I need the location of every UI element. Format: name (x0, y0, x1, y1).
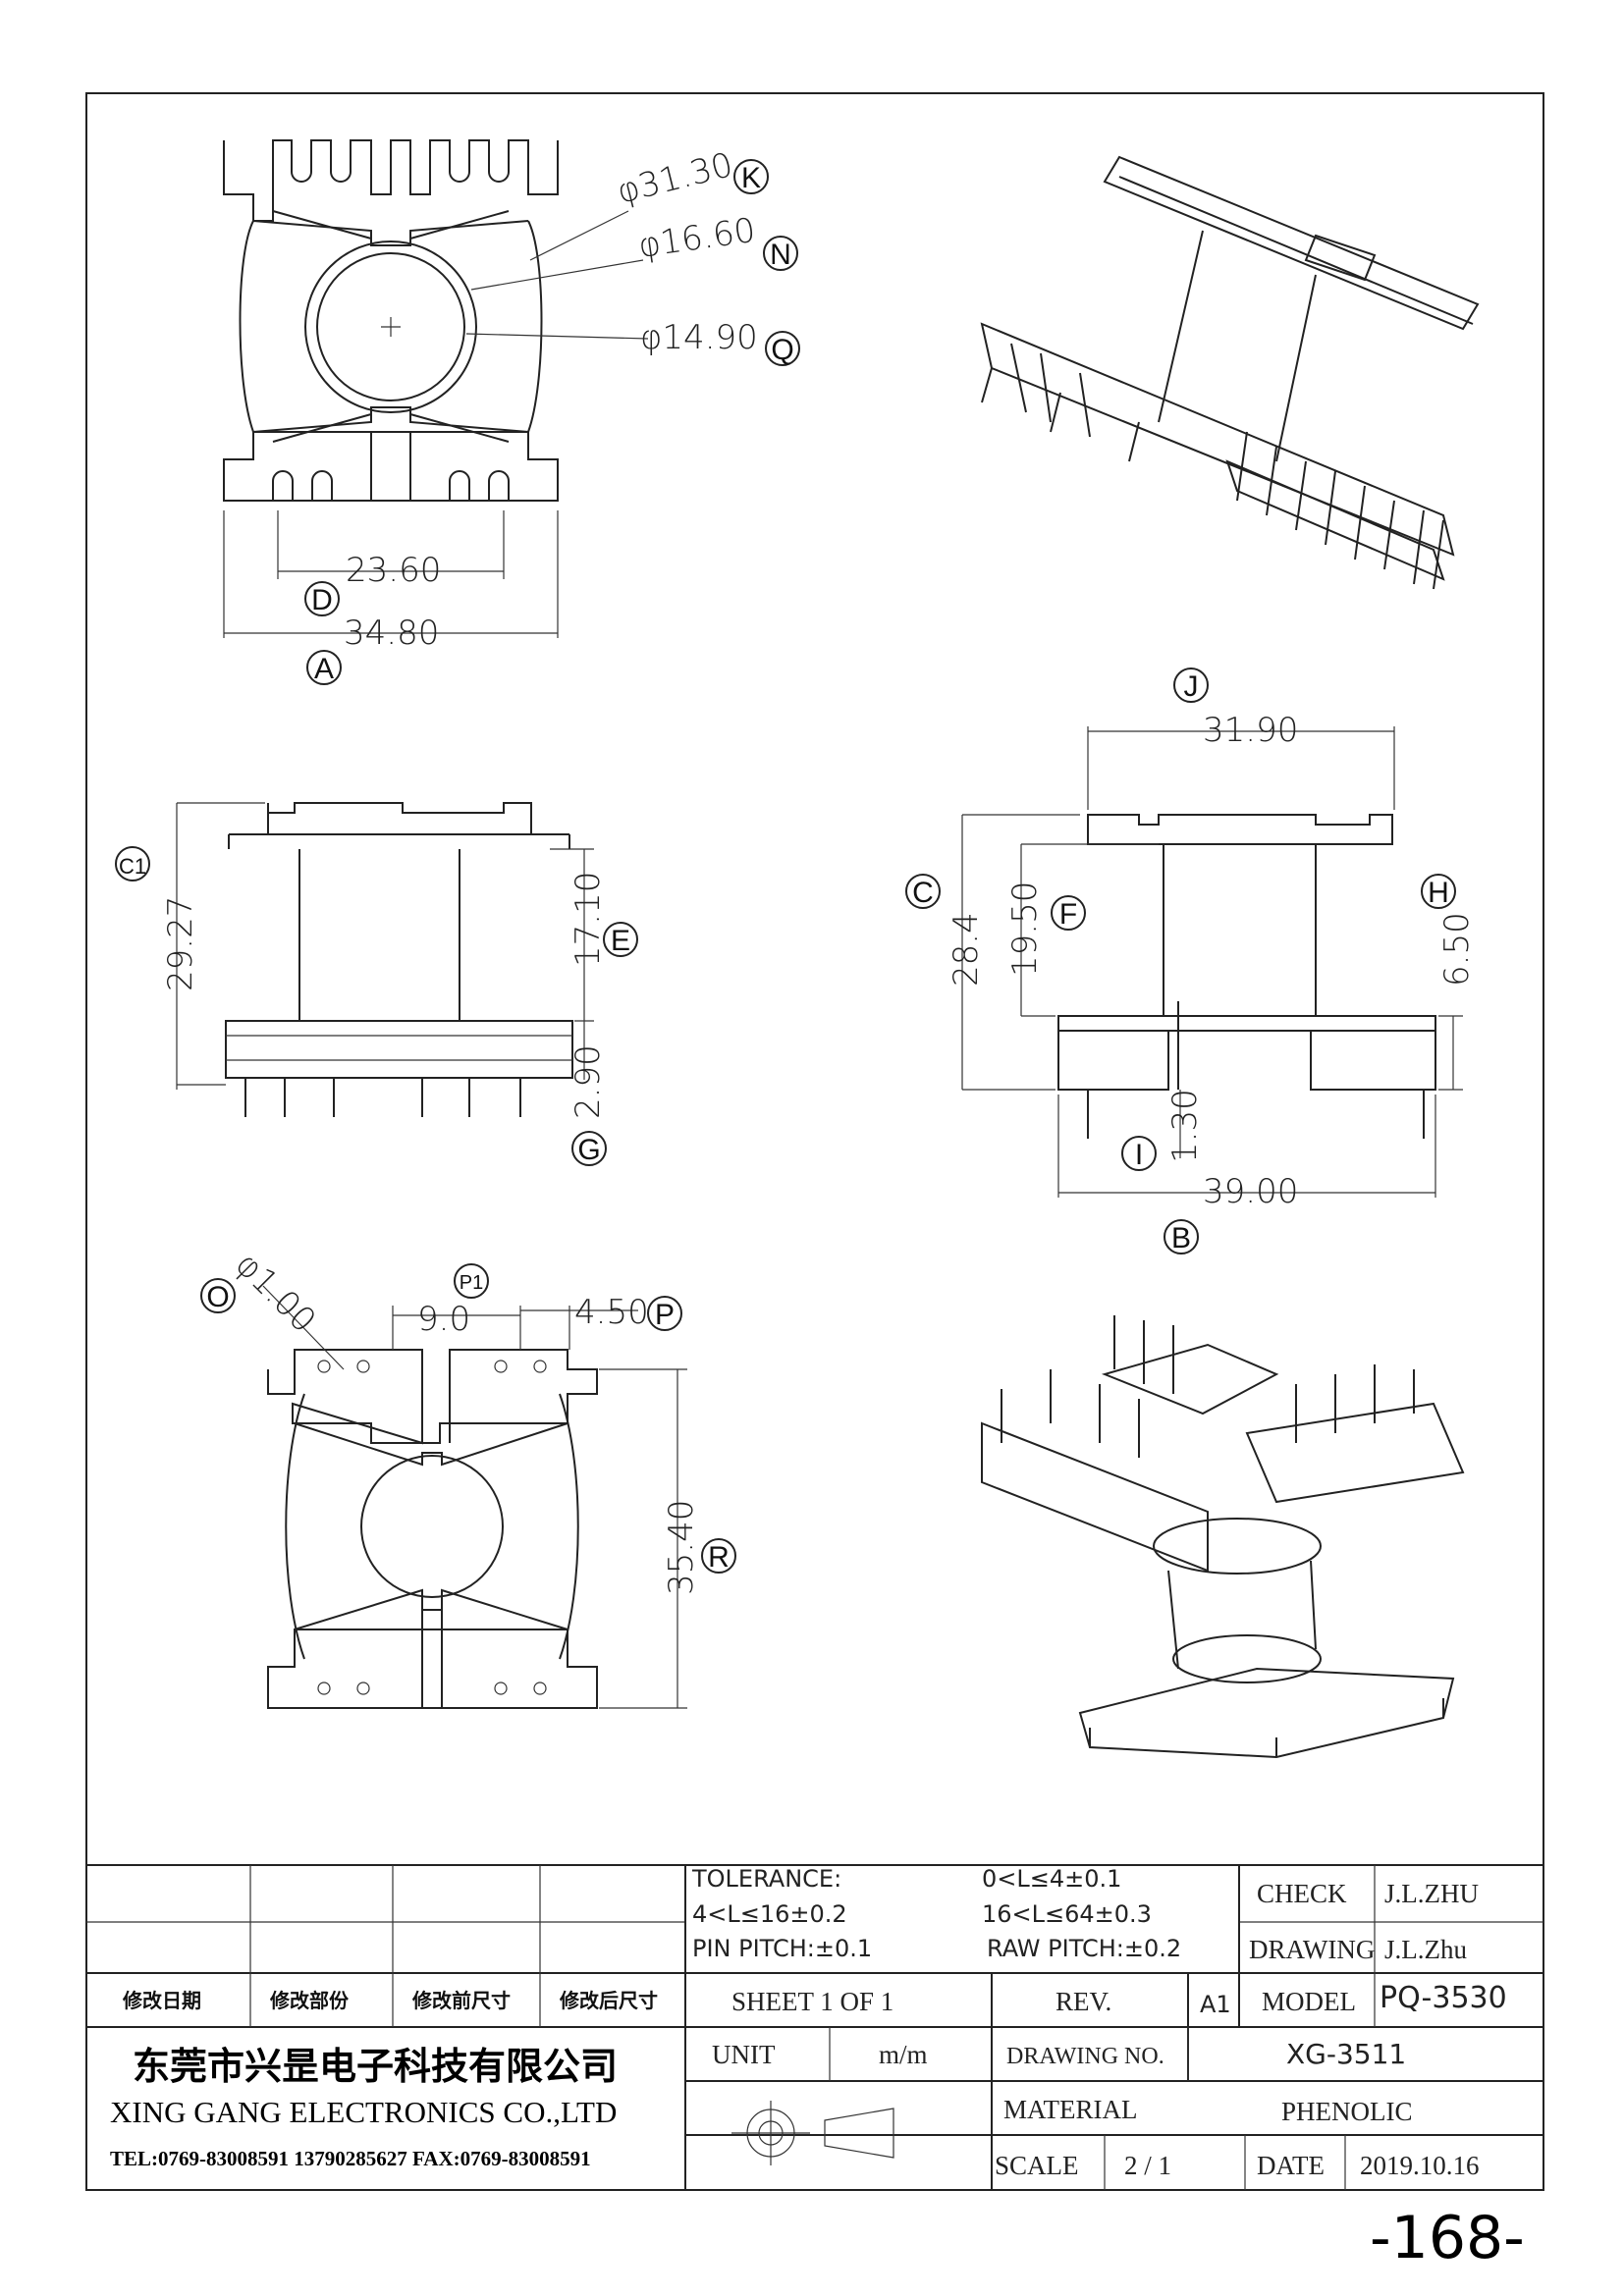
label-d: D (304, 581, 340, 616)
dim-q: φ14.90 (640, 318, 758, 357)
svg-text:H: H (1428, 877, 1449, 909)
label-h: H (1421, 874, 1456, 909)
svg-text:F: F (1059, 898, 1077, 931)
svg-text:C: C (912, 877, 934, 909)
rev-header-after: 修改后尺寸 (559, 1989, 658, 2012)
iso-view-top (980, 155, 1480, 590)
top-view (223, 139, 649, 638)
dim-g: 2.90 (568, 1044, 608, 1119)
model-value: PQ-3530 (1380, 1981, 1507, 2015)
check-value: J.L.ZHU (1384, 1879, 1479, 1908)
front-view (961, 726, 1463, 1198)
tolerance-label: TOLERANCE: (691, 1865, 841, 1893)
label-r: R (701, 1538, 736, 1574)
svg-text:G: G (577, 1134, 600, 1166)
svg-text:O: O (206, 1281, 229, 1313)
svg-text:B: B (1171, 1222, 1191, 1255)
unit-value: m/m (879, 2040, 928, 2069)
pin-pitch: PIN PITCH:±0.1 (692, 1935, 872, 1962)
material-label: MATERIAL (1003, 2095, 1138, 2124)
label-c: C (905, 874, 941, 909)
scale-value: 2 / 1 (1124, 2151, 1171, 2180)
dim-f: 19.50 (1005, 881, 1045, 977)
rev-header-part: 修改部份 (269, 1989, 350, 2012)
sheet-border (85, 92, 1544, 2191)
svg-text:P: P (655, 1299, 675, 1331)
svg-text:C1: C1 (119, 854, 146, 879)
bottom-view (262, 1285, 687, 1709)
label-e: E (603, 922, 638, 957)
model-label: MODEL (1262, 1987, 1356, 2016)
rev-header-date: 修改日期 (122, 1989, 201, 2012)
drawing-label: DRAWING (1249, 1935, 1375, 1964)
rev-header-before: 修改前尺寸 (411, 1989, 511, 2012)
label-b: B (1164, 1219, 1199, 1255)
material-value: PHENOLIC (1281, 2097, 1413, 2126)
drawing-value: J.L.Zhu (1384, 1935, 1467, 1964)
scale-label: SCALE (995, 2151, 1079, 2180)
raw-pitch: RAW PITCH:±0.2 (987, 1935, 1181, 1962)
dim-p: 4.50 (574, 1293, 649, 1332)
company-name-en: XING GANG ELECTRONICS CO.,LTD (110, 2095, 617, 2129)
svg-text:E: E (611, 925, 630, 957)
page-number: -168- (1370, 2204, 1525, 2272)
drawing-no-label: DRAWING NO. (1006, 2044, 1164, 2069)
company-contact: TEL:0769-83008591 13790285627 FAX:0769-8… (110, 2147, 591, 2170)
check-label: CHECK (1257, 1879, 1347, 1908)
rev-value: A1 (1200, 1991, 1231, 2018)
unit-label: UNIT (712, 2040, 776, 2069)
svg-text:N: N (770, 239, 791, 271)
dim-r: 35.40 (662, 1500, 701, 1595)
rev-label: REV. (1056, 1987, 1111, 2016)
dim-b: 39.00 (1203, 1172, 1298, 1211)
dim-c1: 29.27 (161, 896, 200, 991)
dim-a: 34.80 (344, 614, 439, 653)
side-view (176, 802, 594, 1117)
label-q: Q (765, 331, 800, 366)
company-name-cn: 东莞市兴昰电子科技有限公司 (133, 2045, 618, 2088)
svg-text:A: A (314, 653, 334, 685)
dim-c: 28.4 (947, 912, 986, 987)
label-f: F (1051, 895, 1086, 931)
dim-d: 23.60 (346, 551, 441, 590)
label-o: O (200, 1278, 236, 1313)
dim-n: φ16.60 (636, 211, 758, 266)
dim-h: 6.50 (1437, 912, 1477, 987)
sheet-info: SHEET 1 OF 1 (731, 1987, 893, 2016)
tolerance-1: 0<L≤4±0.1 (982, 1865, 1121, 1893)
label-k: K (733, 159, 769, 194)
label-i: I (1121, 1136, 1157, 1171)
svg-text:R: R (708, 1541, 730, 1574)
dim-i: 1.30 (1165, 1089, 1205, 1163)
label-a: A (306, 650, 342, 685)
label-g: G (571, 1131, 607, 1166)
label-p1: P1 (454, 1263, 489, 1299)
svg-text:P1: P1 (460, 1272, 483, 1294)
svg-text:Q: Q (771, 334, 793, 366)
label-j: J (1173, 667, 1209, 703)
date-label: DATE (1257, 2151, 1325, 2180)
svg-text:K: K (741, 162, 761, 194)
label-c1: C1 (115, 846, 150, 881)
tolerance-2: 4<L≤16±0.2 (692, 1900, 847, 1928)
tolerance-3: 16<L≤64±0.3 (982, 1900, 1152, 1928)
title-block (86, 1864, 1543, 2190)
label-p: P (647, 1296, 682, 1331)
dim-e: 17.10 (568, 872, 608, 967)
dim-k: φ31.30 (614, 145, 737, 212)
dim-p1: 9.0 (417, 1300, 470, 1339)
dim-o: φ1.00 (228, 1245, 324, 1341)
label-n: N (763, 236, 798, 271)
svg-text:I: I (1135, 1139, 1143, 1171)
date-value: 2019.10.16 (1360, 2151, 1480, 2180)
svg-text:J: J (1184, 670, 1199, 703)
dim-j: 31.90 (1203, 711, 1298, 750)
iso-view-bottom (981, 1315, 1465, 1759)
drawing-no-value: XG-3511 (1286, 2038, 1406, 2070)
svg-text:D: D (311, 584, 333, 616)
